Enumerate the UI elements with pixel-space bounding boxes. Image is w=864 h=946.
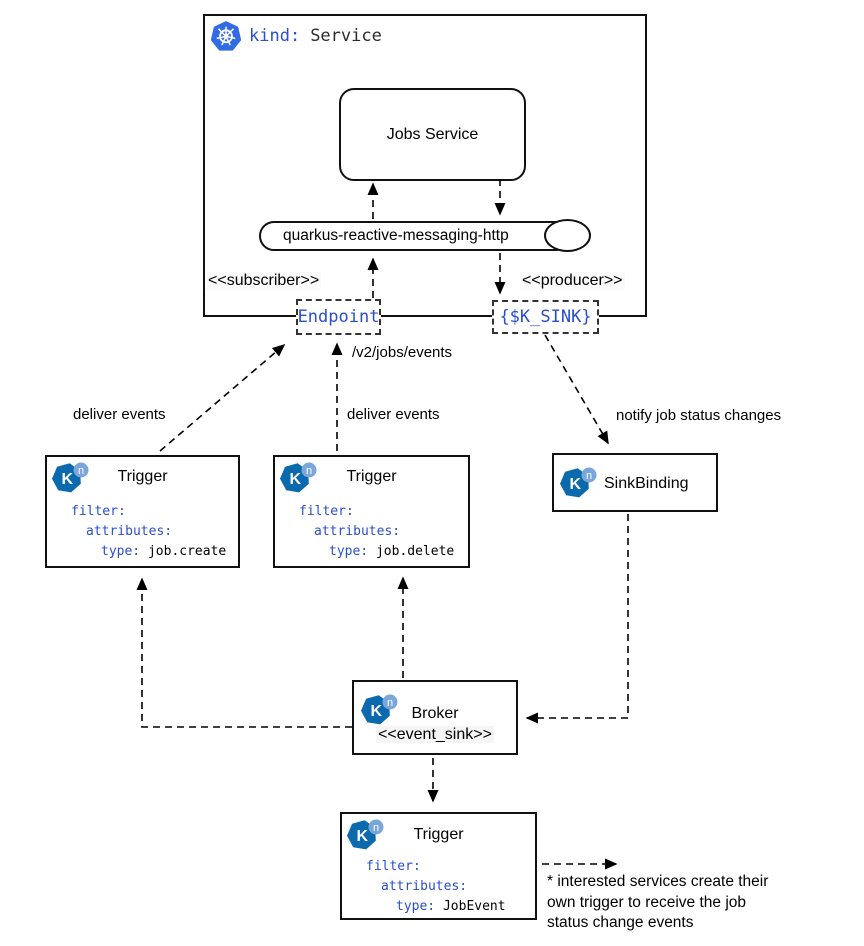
yaml-attributes-line: attributes:	[86, 524, 173, 539]
node-title: Trigger	[346, 468, 397, 485]
svg-text:n: n	[373, 822, 379, 834]
yaml-filter-line: filter:	[299, 504, 354, 519]
svg-text:n: n	[387, 697, 393, 709]
sink-binding-node: K n SinkBinding	[552, 453, 718, 512]
note-line: status change events	[547, 914, 694, 931]
notify-job-status-label: notify job status changes	[616, 407, 782, 424]
svg-text:n: n	[306, 465, 312, 477]
svg-text:K: K	[357, 828, 369, 845]
yaml-filter-line: filter:	[366, 859, 421, 874]
trigger-jobevent-node: K n Trigger filter: attributes: type: Jo…	[340, 812, 537, 920]
note-line: * interested services create their	[547, 873, 769, 890]
knative-icon: K n	[560, 467, 597, 498]
yaml-type-key: type:	[396, 899, 436, 914]
channel-port-ellipse	[544, 219, 591, 252]
channel-label: quarkus-reactive-messaging-http	[283, 227, 509, 244]
svg-text:K: K	[570, 476, 582, 493]
kind-key: kind:	[249, 26, 301, 46]
knative-icon: K n	[361, 694, 398, 725]
knative-icon: K n	[347, 819, 384, 850]
yaml-attributes-line: attributes:	[314, 524, 401, 539]
subscriber-stereotype: <<subscriber>>	[206, 272, 322, 290]
broker-node: K n Broker <<event_sink>>	[352, 680, 518, 755]
node-title: Broker	[411, 705, 459, 722]
kind-service-label: kind: Service	[249, 26, 382, 46]
knative-icon: K n	[52, 462, 89, 493]
node-title: SinkBinding	[604, 475, 689, 492]
note-line: own trigger to receive the job	[547, 893, 747, 911]
knative-icon: K n	[280, 462, 317, 493]
yaml-filter-line: filter:	[71, 504, 126, 519]
yaml-type-line: type: job.create	[101, 544, 226, 559]
endpoint-port: Endpoint	[296, 299, 381, 335]
yaml-type-line: type: job.delete	[329, 544, 454, 559]
kind-value: Service	[310, 26, 382, 46]
svg-text:K: K	[62, 471, 74, 488]
service-group-header: kind: Service	[211, 21, 382, 51]
yaml-type-value: job.create	[147, 544, 227, 559]
kubernetes-icon	[211, 21, 241, 51]
node-title: Trigger	[117, 468, 168, 485]
svg-text:K: K	[290, 471, 302, 488]
service-group-box	[203, 14, 647, 317]
jobs-service-node: Jobs Service	[339, 88, 526, 181]
svg-text:n: n	[586, 470, 592, 482]
event-sink-stereotype: <<event_sink>>	[376, 726, 494, 743]
jobs-service-label: Jobs Service	[386, 125, 479, 143]
k-sink-port: {$K_SINK}	[492, 300, 599, 334]
endpoint-label: Endpoint	[297, 307, 380, 327]
node-title: Trigger	[413, 826, 464, 843]
yaml-type-value: JobEvent	[442, 899, 506, 914]
producer-stereotype: <<producer>>	[520, 272, 625, 290]
yaml-type-line: type: JobEvent	[396, 899, 506, 914]
trigger-delete-node: K n Trigger filter: attributes: type: jo…	[273, 455, 470, 568]
yaml-type-value: job.delete	[375, 544, 455, 559]
route-path-label: /v2/jobs/events	[352, 344, 453, 361]
k-sink-label: {$K_SINK}	[499, 307, 592, 327]
svg-text:K: K	[371, 703, 383, 720]
deliver-events-label-left: deliver events	[73, 406, 166, 423]
messaging-channel-pill: quarkus-reactive-messaging-http	[259, 221, 571, 251]
trigger-create-node: K n Trigger filter: attributes: type: jo…	[45, 455, 240, 568]
yaml-attributes-line: attributes:	[381, 879, 468, 894]
deliver-events-label-middle: deliver events	[347, 406, 440, 423]
note-text: * interested services create their own t…	[547, 872, 847, 934]
yaml-type-key: type:	[329, 544, 369, 559]
yaml-type-key: type:	[101, 544, 141, 559]
svg-text:n: n	[78, 465, 84, 477]
